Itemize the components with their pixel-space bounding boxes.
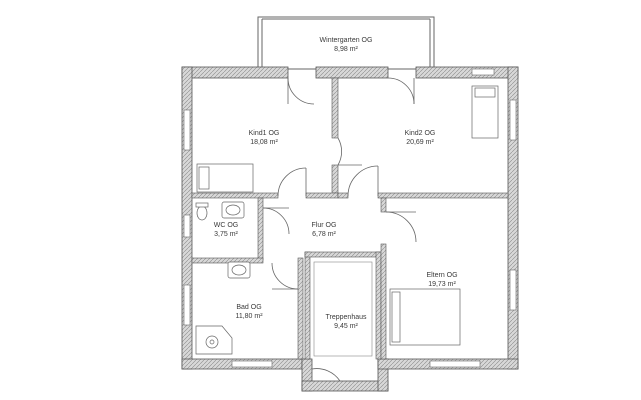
windows: [183, 68, 517, 368]
furniture: [195, 85, 499, 355]
interior-walls: [191, 77, 509, 360]
door-swings: [262, 77, 417, 382]
stair-outline: [313, 261, 373, 357]
bed-eltern: [389, 288, 461, 346]
toilet-wc: [196, 205, 208, 221]
